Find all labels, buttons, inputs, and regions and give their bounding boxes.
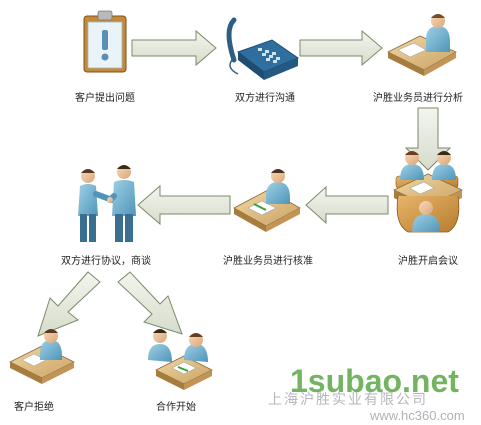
staff-approval-icon [233, 169, 301, 232]
watermark: 1subao.net 上海沪胜实业有限公司 www.hc360.com [268, 363, 465, 423]
watermark-brand: 1subao.net [290, 363, 459, 399]
arrow-negotiate-to-refuse [37, 271, 101, 337]
label-both-communicate: 双方进行沟通 [235, 91, 295, 104]
telephone-icon [226, 17, 300, 80]
label-negotiate: 双方进行协议，商谈 [61, 254, 151, 267]
arrow-negotiate-to-cooperate [117, 271, 183, 335]
arrow-approve-to-negotiate [137, 184, 231, 226]
watermark-url: www.hc360.com [369, 408, 465, 423]
label-staff-approve: 沪胜业务员进行核准 [223, 254, 313, 267]
watermark-company: 上海沪胜实业有限公司 [268, 392, 428, 408]
handshake-icon [78, 165, 136, 242]
label-cooperation-start: 合作开始 [156, 400, 196, 413]
label-meeting: 沪胜开启会议 [398, 254, 458, 267]
arrow-meeting-to-approve [305, 185, 389, 225]
label-customer-question: 客户提出问题 [75, 91, 135, 104]
customer-refuse-icon [9, 329, 75, 384]
arrow-question-to-communicate [131, 29, 217, 67]
arrow-communicate-to-analysis [299, 29, 383, 67]
meeting-icon [393, 151, 463, 233]
staff-analysis-icon [387, 14, 457, 76]
label-customer-refuse: 客户拒绝 [14, 400, 54, 413]
label-staff-analysis: 沪胜业务员进行分析 [373, 91, 463, 104]
clipboard-icon [83, 10, 127, 73]
cooperation-start-icon [148, 329, 213, 390]
